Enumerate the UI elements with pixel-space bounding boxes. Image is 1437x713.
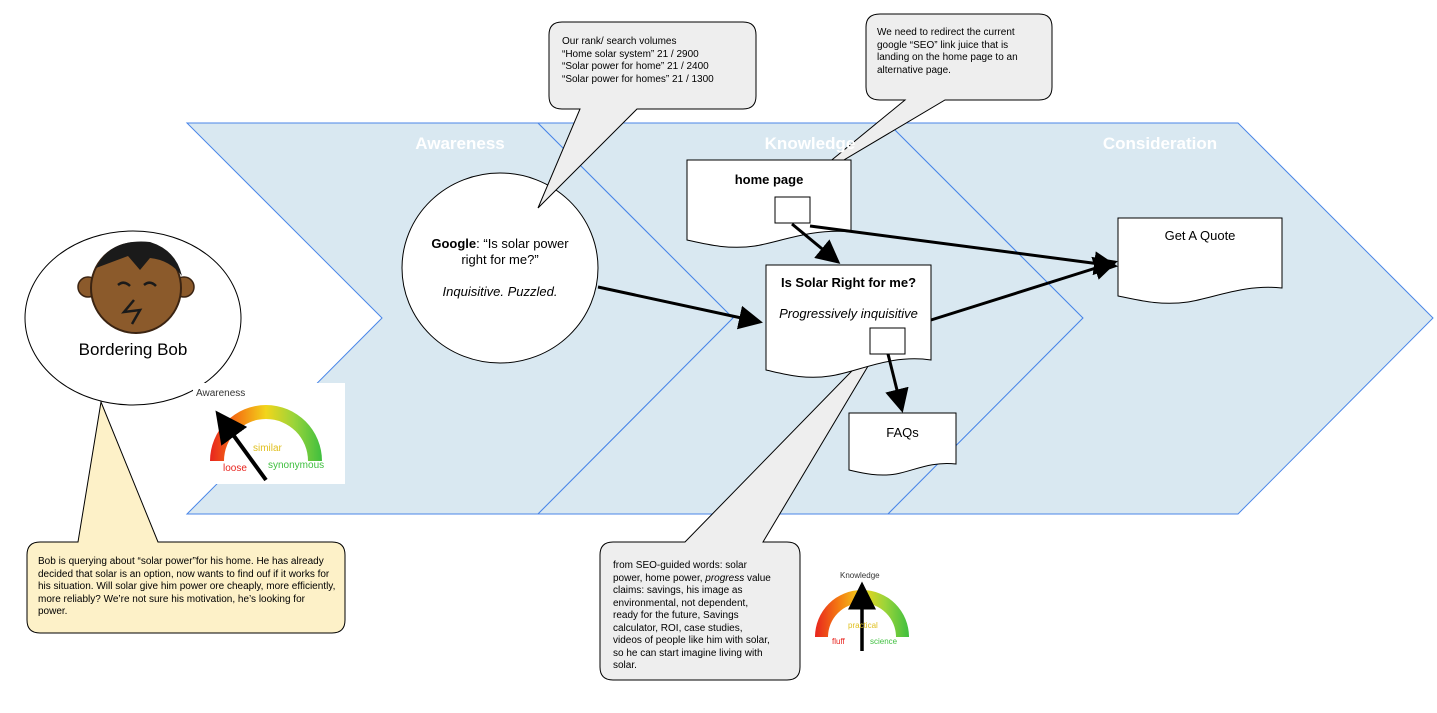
seo-emphasis: progress xyxy=(705,572,745,584)
faqs-doc xyxy=(848,412,957,476)
seo-line: claims: savings, his image as xyxy=(613,585,743,596)
google-query-text: Google: “Is solar power right for me?” xyxy=(422,236,578,268)
knowledge-gauge-low: fluff xyxy=(832,637,845,646)
awareness-gauge-needle xyxy=(215,410,268,482)
seo-words-callout-bubble xyxy=(599,335,887,681)
home-to-quote-arrow xyxy=(809,224,1118,276)
google-mood-text: Inquisitive. Puzzled. xyxy=(442,284,558,299)
awareness-gauge-title: Awareness xyxy=(196,388,246,399)
consideration-chevron xyxy=(886,122,1434,515)
get-a-quote-title: Get A Quote xyxy=(1164,228,1236,243)
seo-words-callout-text: from SEO-guided words: solar power, home… xyxy=(613,560,799,673)
home-page-title: home page xyxy=(734,172,804,187)
redirect-callout-bubble xyxy=(799,13,1053,187)
persona-face-icon xyxy=(77,241,195,334)
google-query: : “Is solar power right for me?” xyxy=(461,236,569,267)
get-a-quote-doc xyxy=(1117,217,1283,304)
redirect-callout-text: We need to redirect the current google “… xyxy=(877,27,1018,76)
rank-line: “Home solar system” 21 / 2900 xyxy=(562,48,699,60)
awareness-gauge-mid: similar xyxy=(253,443,282,454)
google-brand: Google xyxy=(431,236,477,251)
google-query-node xyxy=(401,172,599,364)
knowledge-gauge-title: Knowledge xyxy=(840,571,880,580)
solar-to-quote-arrow xyxy=(930,256,1118,322)
awareness-gauge xyxy=(193,383,345,484)
seo-line: calculator, ROI, case studies, xyxy=(613,622,743,634)
home-page-link-box xyxy=(774,196,811,224)
home-page-doc xyxy=(686,159,852,248)
seo-line: videos of people like him with solar, xyxy=(613,635,770,646)
persona-description: Bob is querying about “solar power”for h… xyxy=(38,556,336,617)
seo-line: environmental, not dependent, xyxy=(613,597,749,609)
persona-callout-bubble xyxy=(26,400,346,634)
awareness-gauge-high: synonymous xyxy=(268,460,325,471)
seo-line: solar. xyxy=(613,660,637,671)
rank-line: “Solar power for home” 21 / 2400 xyxy=(562,61,709,72)
solar-to-faqs-arrow xyxy=(885,353,909,413)
home-to-solar-arrow xyxy=(791,222,841,264)
rank-callout-bubble xyxy=(537,21,757,209)
rank-callout-text: Our rank/ search volumes “Home solar sys… xyxy=(562,36,752,86)
stage-label-awareness: Awareness xyxy=(415,134,505,153)
knowledge-gauge xyxy=(812,570,912,652)
seo-line: power, home power, progress value xyxy=(613,572,771,584)
solar-right-link-box xyxy=(869,327,906,355)
seo-line: so he can start imagine living with xyxy=(613,647,763,659)
solar-right-title: Is Solar Right for me? xyxy=(780,275,917,290)
faqs-title: FAQs xyxy=(886,425,919,440)
seo-line: ready for the future, Savings xyxy=(613,610,739,621)
knowledge-gauge-mid: practical xyxy=(848,621,878,630)
solar-right-mood: Progressively inquisitive xyxy=(779,306,918,321)
seo-line: from SEO-guided words: solar xyxy=(613,560,747,571)
rank-line: “Solar power for homes” 21 / 1300 xyxy=(562,73,714,85)
stage-label-knowledge: Knowledge xyxy=(764,134,856,153)
rank-line: Our rank/ search volumes xyxy=(562,36,677,47)
knowledge-gauge-high: science xyxy=(870,637,898,646)
stage-label-consideration: Consideration xyxy=(1102,134,1218,153)
persona-name: Bordering Bob xyxy=(78,340,188,359)
awareness-gauge-low: loose xyxy=(223,463,247,474)
google-to-solar-arrow xyxy=(597,285,763,330)
